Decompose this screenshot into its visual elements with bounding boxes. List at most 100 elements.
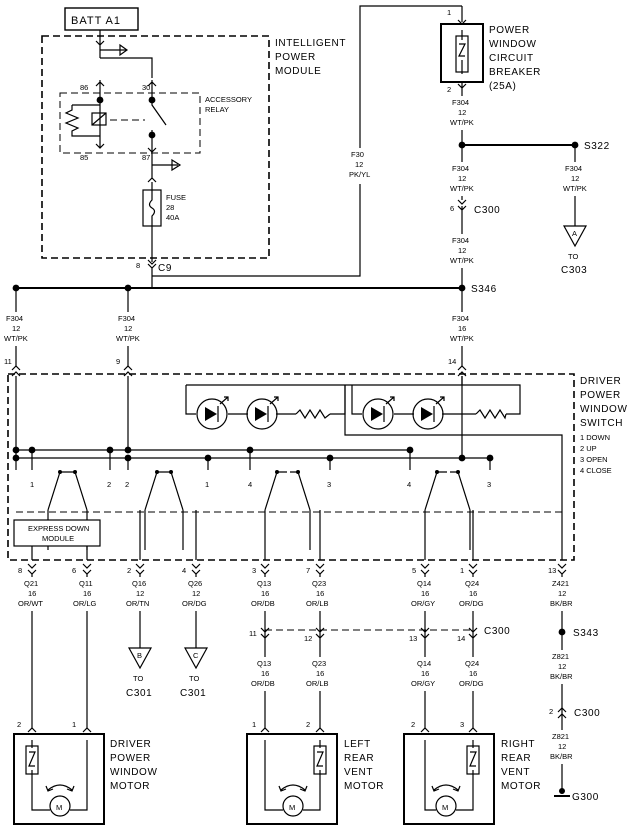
- svg-text:16: 16: [421, 669, 429, 678]
- svg-text:12: 12: [458, 108, 466, 117]
- svg-text:OR/TN: OR/TN: [126, 599, 149, 608]
- svg-text:F304: F304: [565, 164, 582, 173]
- svg-text:16: 16: [261, 669, 269, 678]
- svg-text:Z421: Z421: [552, 579, 569, 588]
- svg-text:14: 14: [448, 357, 456, 366]
- svg-text:Q13: Q13: [257, 579, 271, 588]
- offpage-a: A TO C303: [561, 225, 588, 276]
- svg-text:C9: C9: [158, 263, 172, 274]
- svg-text:16: 16: [261, 589, 269, 598]
- svg-text:3 OPEN: 3 OPEN: [580, 455, 608, 464]
- svg-text:Q23: Q23: [312, 659, 326, 668]
- svg-text:F304: F304: [452, 164, 469, 173]
- svg-text:WT/PK: WT/PK: [4, 334, 28, 343]
- svg-text:BK/BR: BK/BR: [550, 672, 573, 681]
- svg-text:OR/GY: OR/GY: [411, 599, 435, 608]
- svg-text:M: M: [442, 803, 448, 812]
- svg-text:INTELLIGENT: INTELLIGENT: [275, 38, 346, 49]
- svg-text:3: 3: [327, 480, 331, 489]
- svg-text:C300: C300: [474, 205, 500, 216]
- svg-text:WT/PK: WT/PK: [450, 118, 474, 127]
- svg-text:C301: C301: [126, 688, 152, 699]
- wire-label-f304-d: F304 12 WT/PK: [563, 162, 589, 196]
- right-rear-vent-motor: 2 3 M RIGHT REAR VENT MOTOR: [403, 720, 541, 825]
- svg-text:POWER: POWER: [275, 52, 316, 63]
- wire-label-f304-b: F304 12 WT/PK: [450, 162, 476, 196]
- fuse-28: FUSE 28 40A: [142, 189, 186, 227]
- svg-text:9: 9: [116, 357, 120, 366]
- svg-text:F304: F304: [118, 314, 135, 323]
- svg-text:B: B: [137, 651, 142, 660]
- svg-text:Q24: Q24: [465, 579, 479, 588]
- svg-text:POWER: POWER: [110, 753, 151, 764]
- svg-text:2: 2: [107, 480, 111, 489]
- svg-text:REAR: REAR: [344, 753, 374, 764]
- svg-text:C: C: [193, 651, 199, 660]
- svg-text:OR/LG: OR/LG: [73, 599, 97, 608]
- svg-text:Q14: Q14: [417, 659, 431, 668]
- svg-text:REAR: REAR: [501, 753, 531, 764]
- wire-label-f304-c: F304 12 WT/PK: [450, 234, 476, 268]
- svg-text:WINDOW: WINDOW: [580, 404, 627, 415]
- svg-text:1: 1: [30, 480, 34, 489]
- svg-text:RIGHT: RIGHT: [501, 739, 535, 750]
- svg-text:OR/LB: OR/LB: [306, 599, 329, 608]
- offpage-c: C TO C301: [180, 647, 209, 699]
- svg-text:11: 11: [249, 629, 257, 638]
- svg-text:3: 3: [487, 480, 491, 489]
- svg-text:Z821: Z821: [552, 652, 569, 661]
- svg-text:12: 12: [192, 589, 200, 598]
- svg-text:Q14: Q14: [417, 579, 431, 588]
- svg-text:MOTOR: MOTOR: [110, 781, 150, 792]
- svg-text:SWITCH: SWITCH: [580, 418, 623, 429]
- svg-text:ACCESSORY: ACCESSORY: [205, 95, 252, 104]
- svg-text:OR/DG: OR/DG: [459, 599, 484, 608]
- svg-text:MODULE: MODULE: [275, 66, 321, 77]
- power-window-circuit-breaker: 1 2 POWER WINDOW CIRCUIT BREAKER (25A): [440, 6, 540, 94]
- svg-text:F304: F304: [452, 236, 469, 245]
- svg-text:16: 16: [469, 669, 477, 678]
- svg-text:13: 13: [409, 634, 417, 643]
- switch-illumination: [185, 376, 563, 543]
- splice-s346: S346: [471, 284, 497, 295]
- svg-text:2 UP: 2 UP: [580, 444, 597, 453]
- svg-text:2: 2: [306, 720, 310, 729]
- svg-text:1: 1: [252, 720, 256, 729]
- svg-text:A: A: [572, 229, 577, 238]
- svg-text:1: 1: [460, 566, 464, 575]
- svg-text:DRIVER: DRIVER: [580, 376, 621, 387]
- svg-text:Q16: Q16: [132, 579, 146, 588]
- svg-text:8: 8: [18, 566, 22, 575]
- svg-text:(25A): (25A): [489, 81, 516, 92]
- svg-text:MOTOR: MOTOR: [501, 781, 541, 792]
- svg-text:28: 28: [166, 203, 174, 212]
- svg-text:BATT A1: BATT A1: [71, 15, 121, 27]
- svg-text:16: 16: [458, 324, 466, 333]
- wire-label-f30: F30 12 PK/YL: [345, 148, 375, 184]
- svg-text:2: 2: [447, 85, 451, 94]
- svg-text:OR/DB: OR/DB: [251, 679, 275, 688]
- svg-text:2: 2: [549, 707, 553, 716]
- svg-text:BK/BR: BK/BR: [550, 599, 573, 608]
- svg-text:4: 4: [248, 480, 252, 489]
- svg-text:3: 3: [460, 720, 464, 729]
- svg-text:1: 1: [205, 480, 209, 489]
- express-down-module: EXPRESS DOWN MODULE: [13, 519, 101, 547]
- connector-c300-c: 2 C300: [549, 707, 600, 719]
- svg-text:86: 86: [80, 83, 88, 92]
- accessory-relay: ACCESSORY RELAY 86 30 85 87: [59, 80, 252, 165]
- svg-text:5: 5: [412, 566, 416, 575]
- svg-text:M: M: [56, 803, 62, 812]
- svg-text:13: 13: [548, 566, 556, 575]
- svg-text:6: 6: [450, 204, 454, 213]
- svg-text:Q13: Q13: [257, 659, 271, 668]
- svg-text:16: 16: [316, 589, 324, 598]
